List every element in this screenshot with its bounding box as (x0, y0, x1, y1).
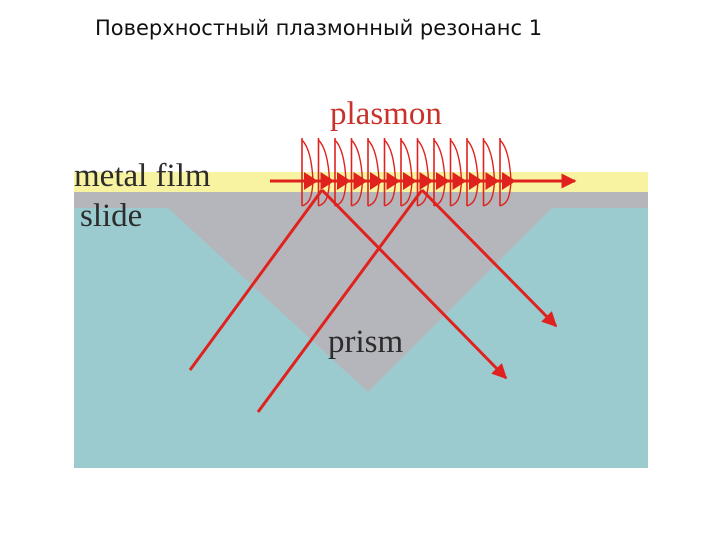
incident-ray-left (188, 189, 324, 371)
plasmon-wave-arrowhead (353, 172, 368, 190)
plasmon-wave-train (301, 138, 516, 207)
plasmon-label: plasmon (330, 96, 442, 132)
metal-film-label: metal film (74, 158, 211, 194)
reflected-ray-left (320, 188, 508, 380)
prism-shape (168, 208, 552, 392)
plasmon-wave-arrowhead (436, 172, 450, 190)
reflected-ray-right (420, 188, 558, 328)
plasmon-wave-arrowhead (502, 172, 516, 190)
slide-label: slide (80, 198, 142, 234)
prism-label: prism (328, 324, 404, 360)
plasmon-wave-arrowhead (386, 172, 401, 190)
slide-title: Поверхностный плазмонный резонанс 1 (95, 16, 543, 40)
plasmon-wave-arrowhead (337, 172, 351, 190)
plasmon-wave-arrowhead (419, 172, 434, 190)
plasmon-wave-arrowhead (452, 172, 467, 190)
plasmon-wave-arrowhead (320, 172, 335, 190)
incident-ray-right (256, 189, 424, 413)
plasmon-wave-arrowhead (370, 172, 384, 190)
plasmon-wave-arrowhead (485, 172, 500, 190)
plasmon-wave-arrowhead (304, 172, 318, 190)
plasmon-wave-arrowhead (403, 172, 417, 190)
plasmon-wave-arrowhead (469, 172, 483, 190)
